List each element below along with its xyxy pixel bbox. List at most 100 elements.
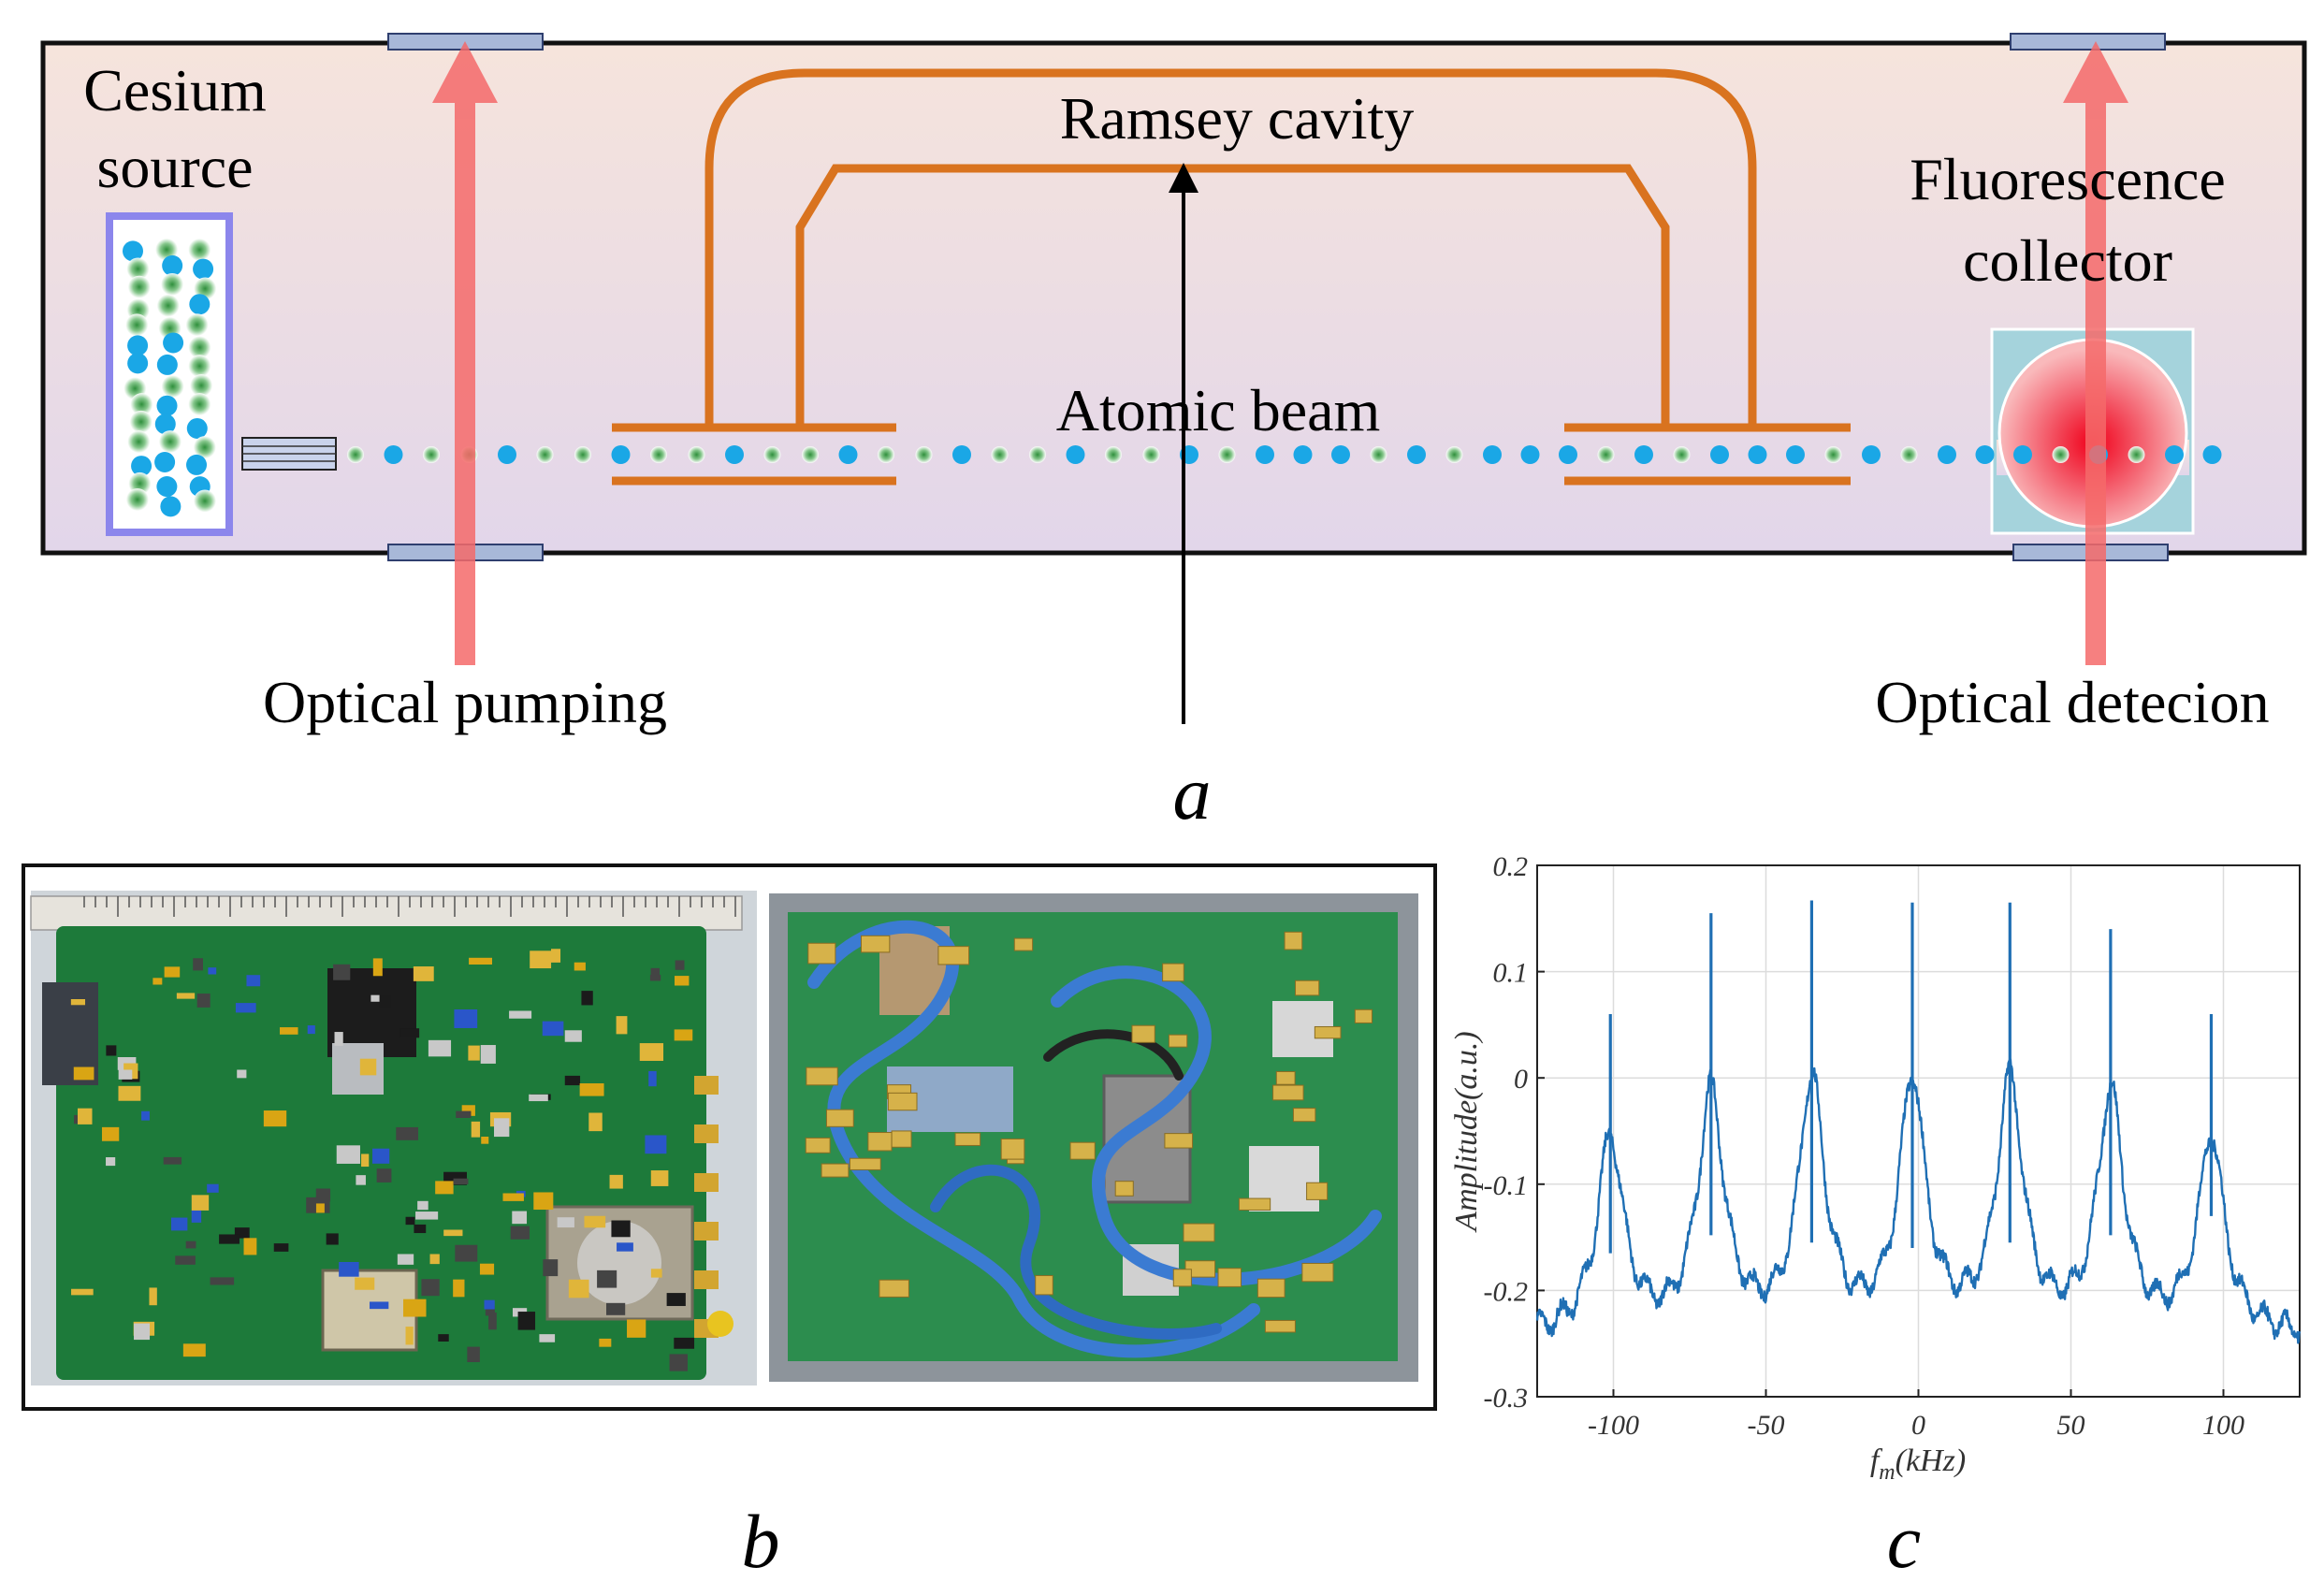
atom-blue — [1862, 445, 1881, 464]
atom-green — [1370, 446, 1387, 463]
series-trace — [1535, 1058, 2302, 1344]
ramsey-cavity-label: Ramsey cavity — [1060, 85, 1415, 152]
atom-green — [574, 446, 591, 463]
optical-detection-label: Optical detecion — [1875, 669, 2269, 735]
x-tick-label: 50 — [2057, 1410, 2085, 1441]
atom-blue — [2165, 445, 2184, 464]
cesium-source-label-line2: source — [96, 134, 253, 200]
atom-blue — [2202, 445, 2222, 464]
atom-blue — [1483, 445, 1502, 464]
atom-blue — [1293, 445, 1313, 464]
chart-grid — [1537, 864, 2300, 1398]
atom-blue — [163, 332, 184, 354]
atom-blue — [123, 240, 144, 262]
atom-blue — [186, 417, 208, 439]
atom-green — [125, 313, 149, 337]
control-board-photo — [30, 891, 757, 1386]
atom-blue — [838, 445, 858, 464]
atomic-beam-label: Atomic beam — [1056, 377, 1381, 443]
panel-a: Cesium source Ramsey cavity Fluorescence… — [40, 33, 2307, 835]
cesium-source-label-line1: Cesium — [83, 57, 267, 123]
atom-blue — [162, 254, 183, 276]
atom-green — [127, 430, 151, 454]
cesium-atoms — [123, 238, 217, 517]
atom-green — [915, 446, 933, 463]
atom-blue — [1710, 445, 1729, 464]
y-tick-label: 0 — [1514, 1064, 1528, 1095]
atom-green — [161, 375, 184, 399]
atom-green — [763, 446, 781, 463]
atom-green — [188, 239, 211, 262]
atom-blue — [1256, 445, 1274, 464]
atom-blue — [154, 414, 176, 435]
atom-green — [127, 275, 151, 298]
fluorescence-label-line1: Fluorescence — [1910, 146, 2226, 212]
atom-blue — [156, 395, 178, 416]
atom-blue — [1559, 445, 1577, 464]
atom-blue — [131, 456, 153, 477]
atom-green — [155, 238, 179, 261]
atom-green — [1105, 446, 1122, 463]
atom-blue — [1748, 445, 1767, 464]
atom-green — [650, 446, 667, 463]
panel-c-letter: c — [1887, 1499, 1921, 1584]
atom-green — [194, 489, 217, 513]
y-tick-label: -0.2 — [1484, 1276, 1529, 1307]
atom-green — [1445, 446, 1463, 463]
y-ticks: -0.3-0.2-0.100.10.2 — [1484, 851, 1545, 1414]
pump-laser — [432, 41, 498, 665]
atom-blue — [156, 354, 178, 375]
atom-green — [1218, 446, 1236, 463]
atom-blue — [952, 445, 971, 464]
atom-blue — [186, 454, 208, 475]
atom-green — [802, 446, 819, 463]
panel-b: b — [22, 863, 1437, 1584]
atom-blue — [156, 476, 178, 498]
atom-blue — [160, 496, 182, 517]
y-tick-label: -0.1 — [1484, 1170, 1529, 1201]
atom-blue — [1634, 445, 1653, 464]
atom-green — [161, 272, 184, 296]
atom-blue — [611, 445, 631, 464]
panel-a-letter: a — [1173, 750, 1212, 835]
atom-green — [156, 294, 180, 317]
atom-blue — [1938, 445, 1956, 464]
atom-green — [129, 410, 153, 433]
atom-blue — [498, 445, 516, 464]
atom-green — [2052, 446, 2070, 463]
atom-blue — [2013, 445, 2032, 464]
atom-blue — [1975, 445, 1995, 464]
x-axis-label: fm(kHz) — [1870, 1444, 1966, 1485]
vacuum-chamber — [40, 40, 2307, 556]
y-tick-label: -0.3 — [1484, 1383, 1529, 1414]
atom-blue — [725, 445, 744, 464]
y-axis-label: Amplitude(a.u.) — [1449, 1031, 1484, 1232]
atom-blue — [193, 258, 214, 280]
atom-green — [190, 374, 213, 398]
detect-window-top — [2010, 33, 2166, 51]
fluorescence-label-line2: collector — [1963, 227, 2172, 294]
atom-green — [991, 446, 1009, 463]
atom-blue — [127, 353, 149, 374]
x-tick-label: -50 — [1748, 1410, 1785, 1441]
atom-green — [1597, 446, 1615, 463]
atom-green — [1824, 446, 1842, 463]
atom-blue — [1066, 445, 1085, 464]
resonance-spikes — [1608, 900, 2214, 1254]
atom-blue — [1786, 445, 1805, 464]
atom-blue — [1407, 445, 1426, 464]
atom-green — [1900, 446, 1918, 463]
x-tick-label: -100 — [1588, 1410, 1639, 1441]
atom-green — [188, 336, 211, 359]
atom-green — [130, 393, 153, 416]
atom-blue — [384, 445, 403, 464]
atom-blue — [154, 451, 176, 472]
atom-green — [125, 488, 149, 512]
atom-green — [126, 257, 150, 281]
atom-blue — [1520, 445, 1540, 464]
collimator — [241, 437, 337, 471]
atom-blue — [127, 335, 149, 356]
